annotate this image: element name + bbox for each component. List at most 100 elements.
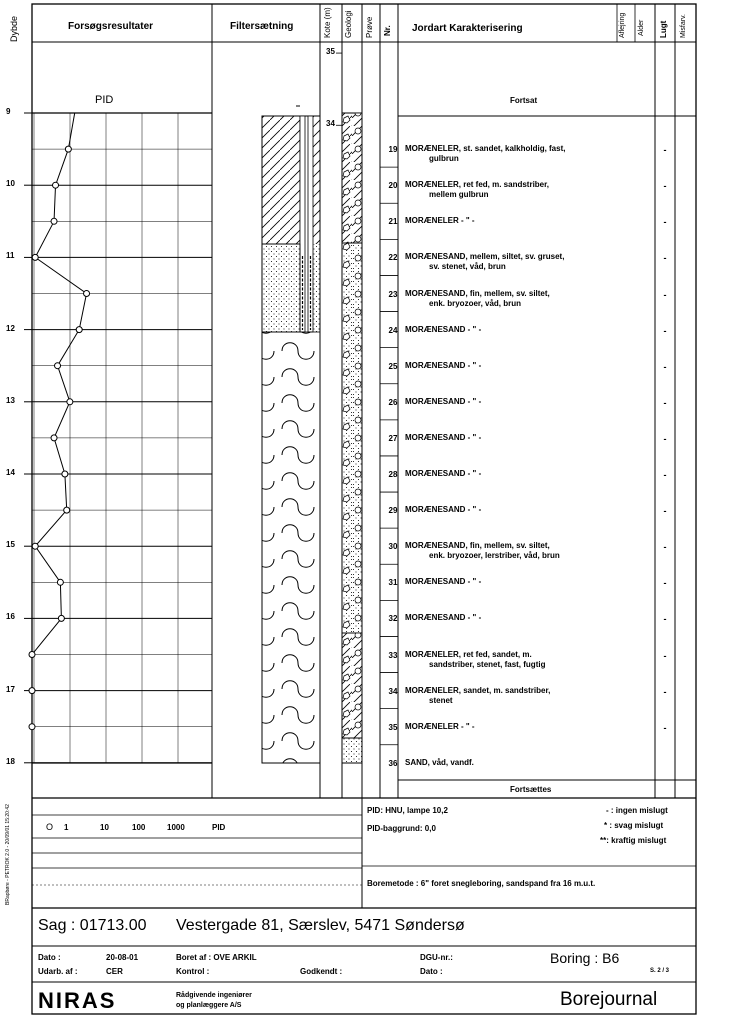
layer-nr: 29 xyxy=(388,506,398,516)
footer-company-line1: Rådgivende ingeniører xyxy=(176,992,252,999)
scale-100: 100 xyxy=(132,823,146,832)
depth-label: 11 xyxy=(6,251,15,261)
header-jordart: Jordart Karakterisering xyxy=(412,23,523,34)
layer-nr: 35 xyxy=(388,722,398,732)
legend-pid-baggrund: PID-baggrund: 0,0 xyxy=(367,824,436,833)
layer-description-line1: MORÆNESAND - " - xyxy=(405,432,482,442)
layer-nr: 25 xyxy=(388,361,398,371)
layer-description: MORÆNESAND, fin, mellem, sv. siltet,enk.… xyxy=(405,289,645,309)
layer-description-line1: MORÆNELER - " - xyxy=(405,721,475,731)
layer-nr: 27 xyxy=(388,433,398,443)
layer-description: MORÆNESAND - " - xyxy=(405,361,645,371)
footer-side: S. 2 / 3 xyxy=(650,968,670,974)
layer-description-line1: MORÆNESAND, mellem, siltet, sv. gruset, xyxy=(405,252,565,262)
layer-nr: 22 xyxy=(388,253,398,263)
layer-description: MORÆNESAND, fin, mellem, sv. siltet,enk.… xyxy=(405,541,645,561)
footer-doc-type: Borejournal xyxy=(560,989,658,1010)
layer-description-line1: MORÆNESAND - " - xyxy=(405,613,482,623)
layer-description: MORÆNESAND - " - xyxy=(405,469,645,479)
layer-nr: 28 xyxy=(388,470,398,479)
scale-circle: O xyxy=(46,822,54,832)
layer-description: SAND, våd, vandf. xyxy=(405,758,645,768)
pid-point xyxy=(28,723,36,731)
layer-description: MORÆNESAND - " - xyxy=(405,397,645,407)
pid-point xyxy=(31,542,39,550)
pid-point xyxy=(28,687,36,695)
depth-label: 14 xyxy=(6,468,15,477)
layer-description: MORÆNELER, sandet, m. sandstriber,stenet xyxy=(405,686,645,706)
layer-description-line1: SAND, våd, vandf. xyxy=(405,757,474,767)
layer-description-line1: MORÆNESAND - " - xyxy=(405,324,482,334)
layer-nr: 33 xyxy=(388,650,398,660)
layer-description: MORÆNESAND - " - xyxy=(405,325,645,335)
footer-dgu: DGU-nr.: xyxy=(420,953,453,962)
footer-godkendt: Godkendt : xyxy=(300,967,343,976)
pid-point xyxy=(64,145,72,153)
layer-nr: 34 xyxy=(388,686,398,696)
layer-lugt: - xyxy=(663,542,667,553)
footer-dato: 20-08-01 xyxy=(106,953,139,962)
layer-description: MORÆNELER - " - xyxy=(405,216,645,226)
layer-description: MORÆNESAND - " - xyxy=(405,433,645,443)
layer-description: MORÆNELER, ret fed, sandet, m.sandstribe… xyxy=(405,650,645,670)
niras-logo: NIRAS xyxy=(38,988,117,1013)
layer-description-line2: stenet xyxy=(429,695,453,705)
layer-description: MORÆNESAND - " - xyxy=(405,613,645,623)
pid-point xyxy=(28,651,36,658)
scale-1000: 1000 xyxy=(167,823,185,832)
layer-description: MORÆNELER - " - xyxy=(405,722,645,732)
layer-description-line2: gulbrun xyxy=(429,154,459,164)
depth-label: 17 xyxy=(6,684,15,694)
depth-label: 13 xyxy=(6,395,15,405)
layer-nr: 24 xyxy=(388,325,398,335)
layer-nr: 32 xyxy=(388,614,398,624)
pid-point xyxy=(54,362,62,370)
layer-lugt: - xyxy=(663,470,667,480)
pid-point xyxy=(52,181,60,189)
layer-description-line1: MORÆNELER - " - xyxy=(405,216,475,226)
layer-description-line2: sv. stenet, våd, brun xyxy=(429,262,506,272)
pid-point xyxy=(56,578,64,586)
legend-svag-mislugt: * : svag mislugt xyxy=(604,821,664,830)
layer-lugt: - xyxy=(663,253,667,264)
layer-lugt: - xyxy=(663,433,667,444)
pid-point xyxy=(57,614,65,622)
depth-label: 16 xyxy=(6,612,15,622)
layer-description: MORÆNELER, ret fed, m. sandstriber,melle… xyxy=(405,180,645,200)
layer-lugt: - xyxy=(663,650,667,661)
scale-pid: PID xyxy=(212,823,226,832)
header-lugt: Lugt xyxy=(659,20,668,38)
depth-label: 18 xyxy=(6,756,15,766)
layer-lugt: - xyxy=(663,506,667,517)
pid-point xyxy=(83,290,91,297)
pid-point xyxy=(50,434,58,442)
legend-boremetode: Boremetode : 6" foret snegleboring, sand… xyxy=(367,879,596,888)
layer-nr: 19 xyxy=(388,145,398,155)
layer-lugt: - xyxy=(663,614,667,625)
layer-description-line1: MORÆNESAND - " - xyxy=(405,360,482,370)
layer-description: MORÆNESAND, mellem, siltet, sv. gruset,s… xyxy=(405,252,645,272)
pid-title: PID xyxy=(95,94,114,106)
side-version-text: BRapbøre - PETROK 2.0 - 20/09/01 15:20:4… xyxy=(5,804,11,905)
legend-pid-info: PID: HNU, lampe 10,2 xyxy=(367,806,448,815)
layer-description: MORÆNESAND - " - xyxy=(405,505,645,515)
layer-lugt: - xyxy=(663,722,667,733)
header-alder: Alder xyxy=(638,19,645,36)
layer-lugt: - xyxy=(663,217,667,228)
footer-dato2: Dato : xyxy=(420,967,443,976)
pid-point xyxy=(75,326,83,334)
header-forsoegsresultater: Forsøgsresultater xyxy=(68,21,154,32)
footer-boring: Boring : B6 xyxy=(550,950,620,966)
depth-label: 10 xyxy=(6,179,15,189)
footer-dato-label: Dato : xyxy=(38,953,61,962)
scale-1: 1 xyxy=(64,823,69,832)
pid-point xyxy=(50,217,58,225)
kote-label: 35 xyxy=(326,47,335,57)
header-misfarv: Misfarv. xyxy=(680,14,687,38)
layer-description-line1: MORÆNESAND - " - xyxy=(405,577,482,587)
layer-lugt: - xyxy=(663,686,667,697)
layer-description-line1: MORÆNESAND - " - xyxy=(405,396,482,406)
layer-lugt: - xyxy=(663,289,667,300)
layer-nr: 23 xyxy=(388,289,398,299)
